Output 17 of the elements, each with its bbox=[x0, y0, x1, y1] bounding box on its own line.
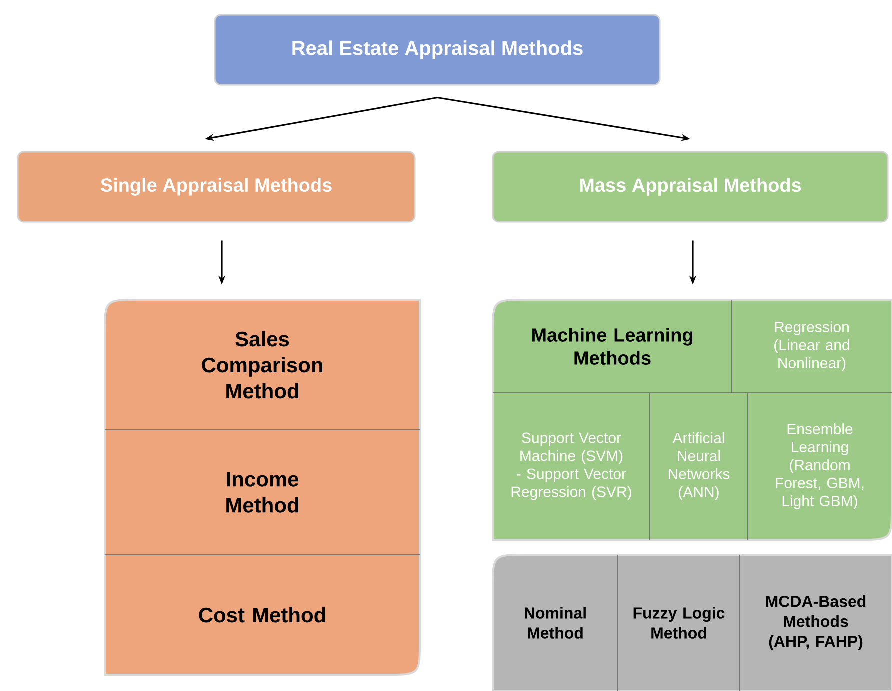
table-cell: Machine Learning Methods bbox=[532, 328, 693, 365]
table-panel bbox=[104, 299, 421, 676]
table-cell: Income Method bbox=[226, 472, 299, 513]
table-cell: Artificial Neural Networks (ANN) bbox=[668, 432, 730, 500]
heading-box: Mass Appraisal Methods bbox=[492, 151, 889, 223]
table-cell: Cost Method bbox=[199, 607, 326, 623]
table-cell: Fuzzy Logic Method bbox=[634, 607, 725, 639]
table-panel bbox=[492, 299, 892, 541]
table-cell: Sales Comparison Method bbox=[202, 331, 322, 399]
table-cell: Support Vector Machine (SVM) - Support Vector Regression (SVR) bbox=[512, 432, 632, 500]
table-cell: Regression (Linear and Nonlinear) bbox=[774, 322, 850, 372]
table-panel bbox=[492, 554, 892, 691]
table-cell: MCDA-Based Methods (AHP, FAHP) bbox=[766, 596, 866, 650]
table-cell: Ensemble Learning (Random Forest, GBM, Light GBM) bbox=[776, 424, 864, 510]
heading-box: Real Estate Appraisal Methods bbox=[214, 14, 661, 86]
table-cell: Nominal Method bbox=[525, 607, 586, 639]
heading-box: Single Appraisal Methods bbox=[17, 151, 416, 223]
